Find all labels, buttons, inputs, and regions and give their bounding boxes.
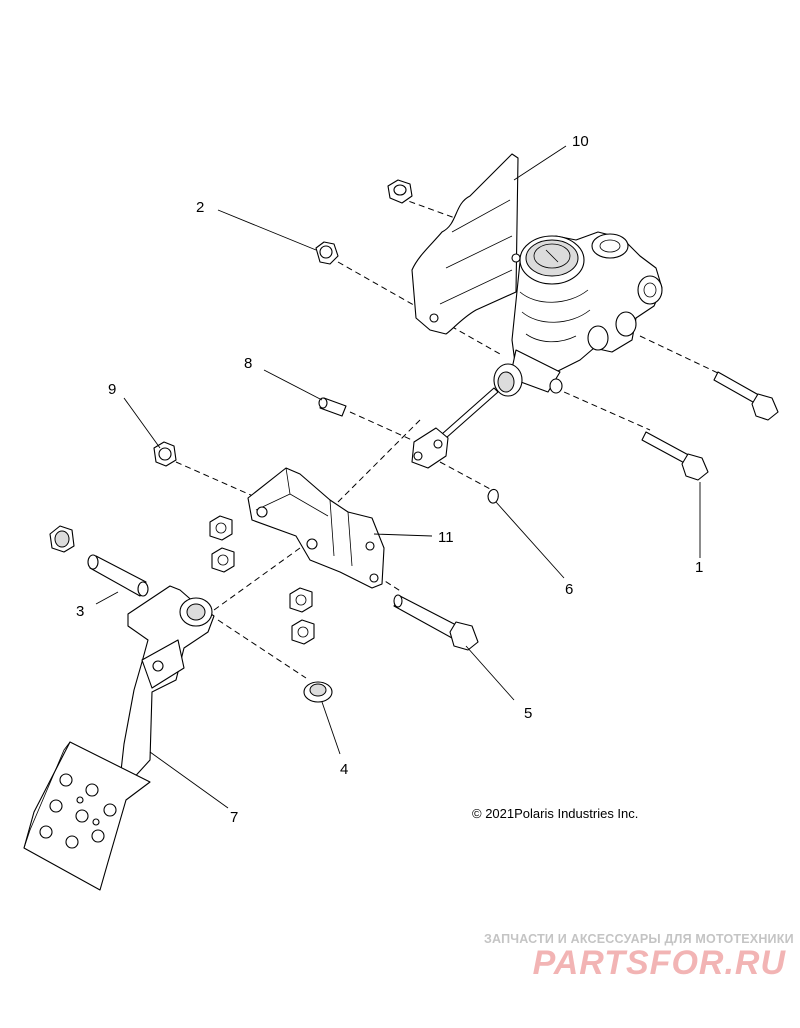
callout-5: 5 xyxy=(524,705,532,722)
part-8-clevis-pin xyxy=(318,397,347,417)
top-flange-nut xyxy=(387,179,413,204)
watermark-tagline: ЗАПЧАСТИ И АКСЕССУАРЫ ДЛЯ МОТОТЕХНИКИ xyxy=(484,932,794,946)
part-3-bushing xyxy=(49,525,149,597)
part-7-brake-pedal xyxy=(23,585,215,891)
callout-3: 3 xyxy=(76,603,84,620)
part-11-pedal-bracket xyxy=(247,467,385,589)
copyright-notice: © 2021Polaris Industries Inc. xyxy=(472,806,639,821)
callout-1: 1 xyxy=(695,559,703,576)
callout-9: 9 xyxy=(108,381,116,398)
callout-6: 6 xyxy=(565,581,573,598)
leader-lines xyxy=(95,145,701,809)
callout-10: 10 xyxy=(572,133,589,150)
part-1-bolts xyxy=(641,371,779,481)
part-2-nut xyxy=(315,241,339,265)
callout-11: 11 xyxy=(438,529,454,546)
callout-4: 4 xyxy=(340,761,348,778)
heat-shield-plate xyxy=(411,153,521,335)
part-9-nut xyxy=(153,441,177,467)
callout-2: 2 xyxy=(196,199,204,216)
brake-master-cylinder xyxy=(493,231,663,397)
part-4-bushing-cap xyxy=(303,681,333,703)
watermark-logo: PARTSFOR.RU xyxy=(532,944,786,982)
callout-labels: 10 2 8 9 11 1 6 3 5 4 7 xyxy=(76,133,703,826)
part-5-pivot-bolt xyxy=(393,594,479,651)
part-6-clip xyxy=(487,488,499,504)
callout-8: 8 xyxy=(244,355,252,372)
callout-7: 7 xyxy=(230,809,238,826)
flange-nuts xyxy=(209,515,315,645)
push-rod-clevis xyxy=(411,387,499,469)
pedal-pad-holes xyxy=(39,773,117,849)
